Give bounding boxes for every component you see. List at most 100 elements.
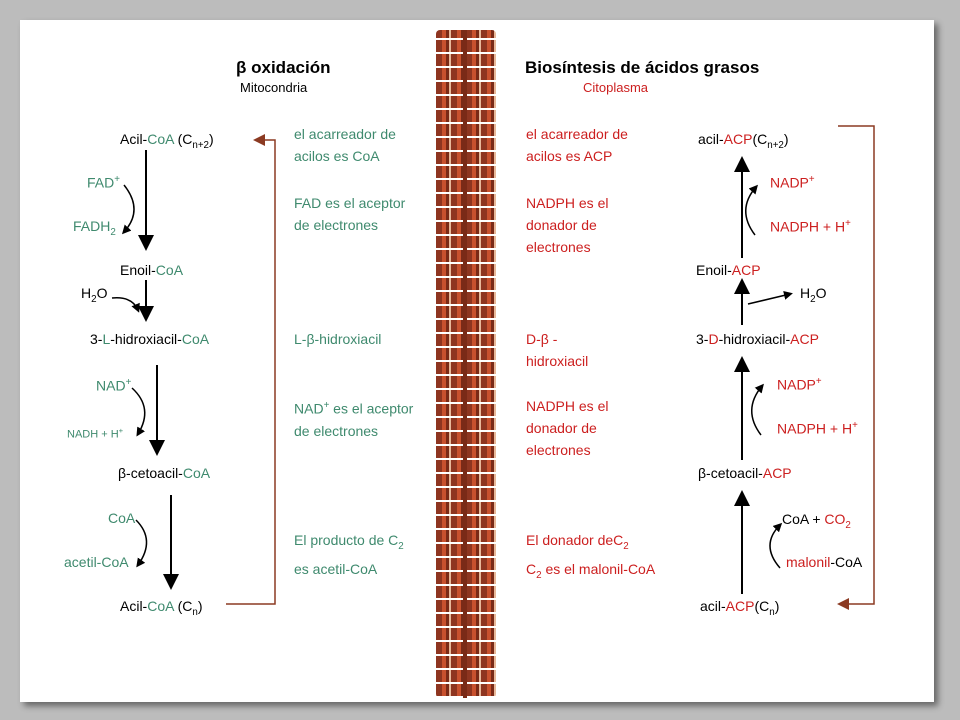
mid-left-item-3: L-β-hidroxiacil xyxy=(294,331,382,347)
enoil-acp: Enoil-ACP xyxy=(696,262,761,278)
nadph-superscript: + xyxy=(852,420,858,431)
paren-close: ) xyxy=(197,598,203,614)
coa-released: CoA xyxy=(108,510,136,526)
cetoacil-acp: β-cetoacil-ACP xyxy=(698,465,792,481)
coa-label: CoA xyxy=(147,131,174,147)
c2-subscript: 2 xyxy=(398,540,404,552)
acil-prefix: Acil- xyxy=(120,598,148,614)
nadp-label: NADP xyxy=(770,174,809,191)
h2o-subscript: 2 xyxy=(91,293,97,305)
carbon-subscript: n xyxy=(769,606,775,618)
carbon-subscript: n+2 xyxy=(767,139,784,151)
coa-suffix: -CoA xyxy=(830,554,863,570)
citoplasma-label: Citoplasma xyxy=(583,80,649,95)
nadph-h-2: NADPH + H+ xyxy=(777,418,858,437)
curve-nad xyxy=(131,387,146,437)
beta-oxidation-label: oxidación xyxy=(251,58,331,77)
curve-nadp-2 xyxy=(751,383,764,436)
mid-left-item-5: El producto de C2 es acetil-CoA xyxy=(294,529,404,580)
paren-open: (C xyxy=(754,598,770,614)
fad-superscript: + xyxy=(114,174,120,185)
mid-right-item-2: NADPH es el donador de electrones xyxy=(526,195,609,255)
acil-prefix: Acil- xyxy=(120,131,148,147)
co2-label: CO xyxy=(824,511,846,527)
curve-fad xyxy=(121,184,135,235)
prefix: 3- xyxy=(90,331,103,347)
fadh2: FADH2 xyxy=(73,218,116,241)
nad-superscript: + xyxy=(323,400,330,411)
paren-close: ) xyxy=(783,131,789,147)
acetil-text: es acetil-CoA xyxy=(294,560,378,577)
h2o-subscript: 2 xyxy=(810,293,816,305)
fad-plus: FAD+ xyxy=(87,172,120,191)
nad-plus: NAD+ xyxy=(96,375,131,394)
curve-nadp-1 xyxy=(745,184,758,236)
nadh-label: NADH + H xyxy=(67,428,119,441)
coa-plus: CoA + xyxy=(782,511,825,527)
curve-co2 xyxy=(769,522,783,569)
acil-coa-top: Acil-CoA (Cn+2) xyxy=(120,131,214,154)
coa-label: CoA xyxy=(181,331,210,347)
nadp-label: NADP xyxy=(777,376,816,393)
acil-prefix: acil- xyxy=(698,131,724,147)
acil-acp-top: acil-ACP(Cn+2) xyxy=(698,131,789,154)
coa-label: CoA xyxy=(155,262,184,278)
o-label: O xyxy=(815,285,827,301)
nadp-plus-1: NADP+ xyxy=(770,172,815,191)
acil-acp-bottom: acil-ACP(Cn) xyxy=(700,598,779,621)
biosintesis-title: Biosíntesis de ácidos grasos xyxy=(525,58,760,77)
acil-prefix: acil- xyxy=(700,598,726,614)
l-label: L xyxy=(102,331,111,347)
aceptor-text: es el aceptor de electrones xyxy=(294,400,414,439)
cetoacil-coa: β-cetoacil-CoA xyxy=(118,465,210,481)
paren-close: ) xyxy=(774,598,780,614)
right-cycle-line xyxy=(837,125,875,610)
paren-open: (C xyxy=(173,131,193,147)
nadph-label: NADPH + H xyxy=(777,420,853,437)
nadph-superscript: + xyxy=(845,218,851,229)
left-cycle-line xyxy=(226,134,276,605)
hidroxiacil-label: -hidroxiacil- xyxy=(718,331,791,347)
co2-subscript: 2 xyxy=(845,519,851,531)
acp-label: ACP xyxy=(762,465,792,481)
mid-left-item-1: el acarreador de acilos es CoA xyxy=(294,126,396,164)
c2-subscript: 2 xyxy=(623,540,629,552)
cetoacil-label: β-cetoacil- xyxy=(118,465,183,481)
nad-superscript: + xyxy=(125,377,132,388)
cetoacil-label: β-cetoacil- xyxy=(698,465,763,481)
malonil-label: malonil xyxy=(786,554,831,570)
paren-close: ) xyxy=(209,131,214,147)
h2o-right: H2O xyxy=(800,285,826,308)
mitocondria-label: Mitocondria xyxy=(240,80,308,95)
nad-label: NAD xyxy=(96,377,126,394)
nadh-h: NADH + H+ xyxy=(67,423,123,443)
enoil-prefix: Enoil- xyxy=(120,262,156,278)
paren-open: (C xyxy=(752,131,768,147)
fadh-label: FADH xyxy=(73,218,111,234)
nadp-superscript: + xyxy=(815,376,822,387)
c2-subscript: 2 xyxy=(536,569,542,581)
donador-text: El donador deC xyxy=(526,532,624,548)
hidroxiacil-coa: 3-L-hidroxiacil-CoA xyxy=(90,331,209,347)
coa-co2: CoA + CO2 xyxy=(782,511,851,534)
nadh-superscript: + xyxy=(118,426,124,435)
h-label: H xyxy=(81,285,92,301)
h2o-left: H2O xyxy=(81,285,107,308)
mid-right-item-1: el acarreador de acilos es ACP xyxy=(526,126,628,164)
h-label: H xyxy=(800,285,811,301)
acp-label: ACP xyxy=(790,331,819,347)
fadh-subscript: 2 xyxy=(110,226,116,238)
nadp-superscript: + xyxy=(808,174,815,185)
malonil-text: es el malonil-CoA xyxy=(541,560,656,577)
enoil-coa: Enoil-CoA xyxy=(120,262,183,278)
membrane-chain-core xyxy=(463,30,467,698)
nadph-h-1: NADPH + H+ xyxy=(770,216,851,235)
o-label: O xyxy=(96,285,108,301)
acetil-coa: acetil-CoA xyxy=(64,554,129,570)
paren-open: (C xyxy=(173,598,193,614)
acp-label: ACP xyxy=(731,262,761,278)
coa-label: CoA xyxy=(182,465,211,481)
curve-h2o xyxy=(111,297,140,313)
enoil-prefix: Enoil- xyxy=(696,262,732,278)
